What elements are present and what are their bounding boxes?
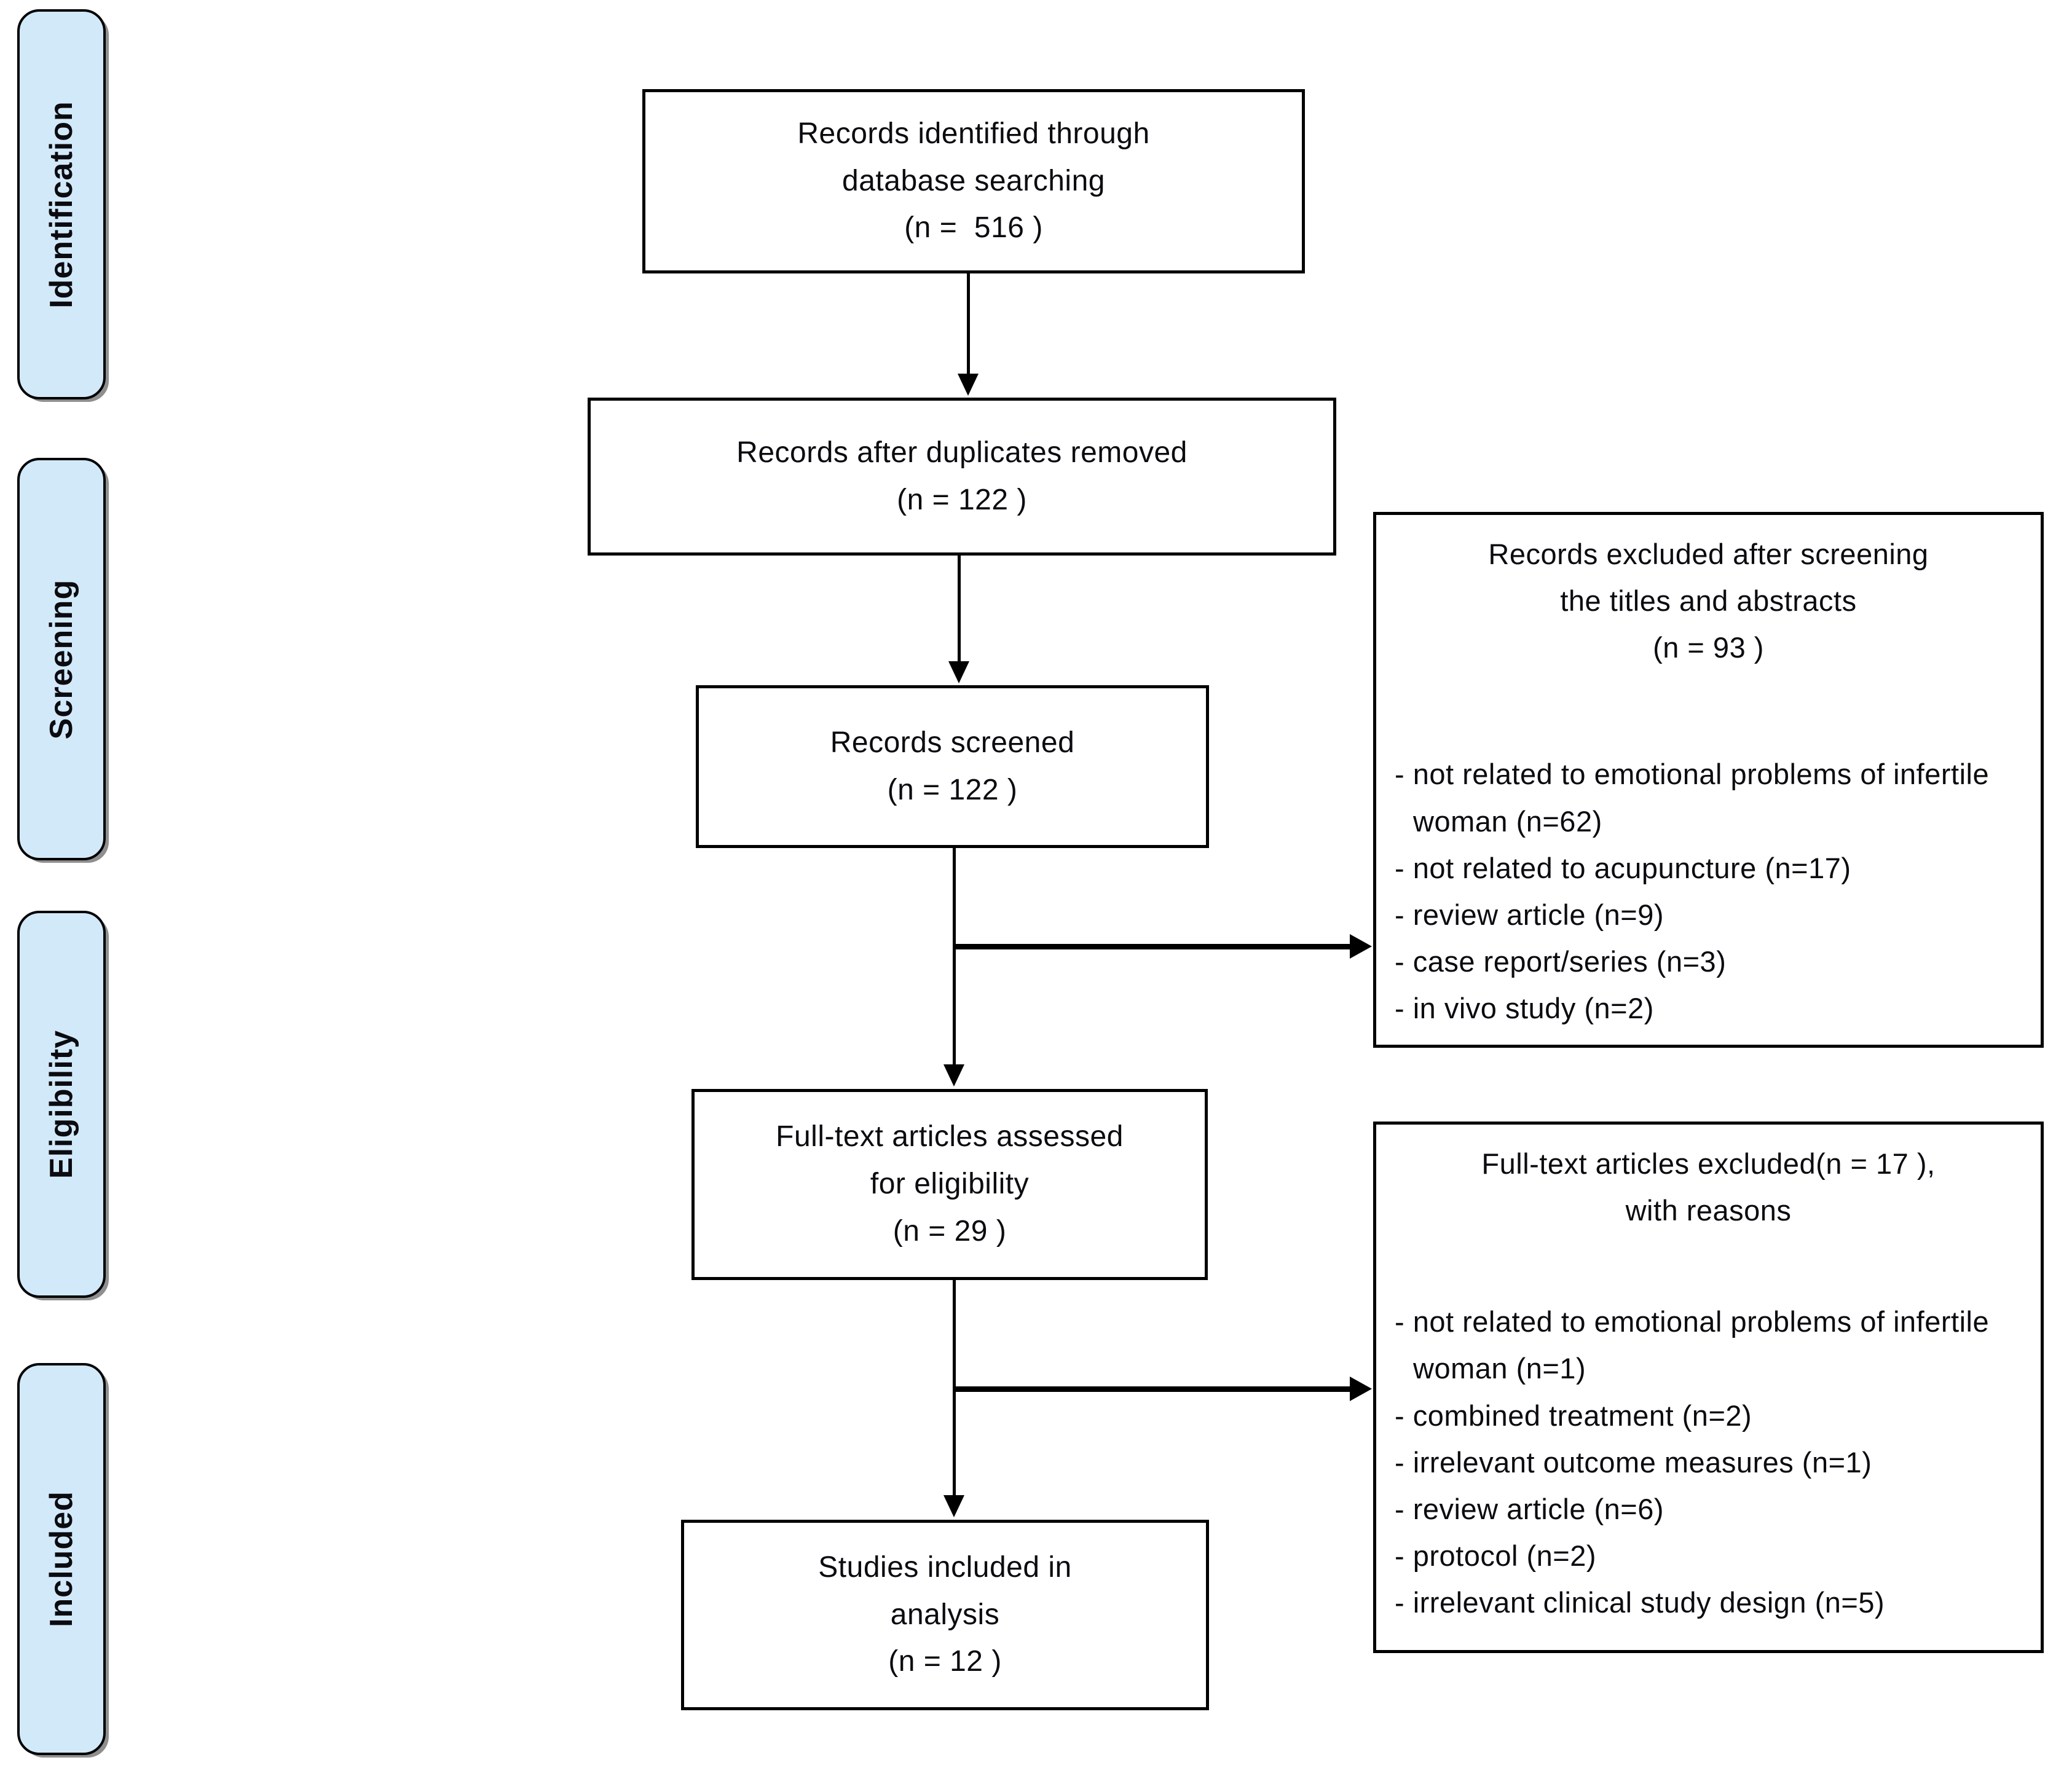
stage-label-eligibility: Eligibility: [17, 911, 106, 1298]
flow-box-records-screened-count: (n = 122 ): [887, 773, 1018, 806]
stage-label-identification: Identification: [17, 9, 106, 399]
stage-label-screening-text: Screening: [44, 579, 80, 739]
flow-box-records-identified: Records identified through database sear…: [642, 89, 1305, 273]
exclusion-box-2-spacer: [1395, 1234, 2022, 1298]
arrowhead-right-into-fulltext-exclusions: [1350, 1377, 1372, 1401]
arrow-line-duplicates-to-screened: [958, 556, 961, 661]
exclusion-reason: - protocol (n=2): [1395, 1539, 1597, 1572]
exclusion-box-records-excluded-after-screening: Records excluded after screening the tit…: [1373, 512, 2044, 1048]
arrow-line-identified-to-duplicates: [967, 273, 970, 375]
flow-box-fulltext-assessed-line1: Full-text articles assessed: [776, 1120, 1124, 1153]
exclusion-box-fulltext-articles-excluded: Full-text articles excluded(n = 17 ), wi…: [1373, 1122, 2044, 1653]
flow-box-fulltext-assessed: Full-text articles assessed for eligibil…: [691, 1089, 1208, 1280]
stage-label-included: Included: [17, 1363, 106, 1755]
arrowhead-down-into-included: [943, 1495, 964, 1517]
arrow-line-fulltext-to-excluded: [954, 1386, 1351, 1392]
exclusion-box-2-title-line1: Full-text articles excluded(n = 17 ),: [1481, 1147, 1936, 1180]
exclusion-reason: - irrelevant outcome measures (n=1): [1395, 1445, 1872, 1479]
exclusion-reason: - in vivo study (n=2): [1395, 992, 1654, 1024]
stage-label-screening: Screening: [17, 458, 106, 860]
flow-box-records-screened-line1: Records screened: [830, 726, 1075, 759]
flow-box-studies-included-count: (n = 12 ): [888, 1645, 1002, 1678]
exclusion-reason: - case report/series (n=3): [1395, 945, 1727, 978]
flow-box-records-identified-line1: Records identified through: [797, 117, 1150, 150]
exclusion-reason: - not related to emotional problems of i…: [1395, 1305, 1998, 1385]
flow-box-records-after-duplicates-line1: Records after duplicates removed: [736, 436, 1188, 469]
exclusion-reason: - review article (n=9): [1395, 898, 1664, 931]
exclusion-reason: - irrelevant clinical study design (n=5): [1395, 1586, 1885, 1619]
arrowhead-right-into-screening-exclusions: [1350, 934, 1372, 959]
flow-box-studies-included-line2: analysis: [890, 1598, 1000, 1631]
exclusion-box-1-title-line2: the titles and abstracts: [1560, 584, 1857, 618]
arrowhead-down-into-fulltext: [943, 1064, 964, 1086]
flow-box-records-after-duplicates: Records after duplicates removed (n = 12…: [588, 398, 1336, 556]
arrowhead-down-into-screened: [948, 661, 969, 683]
stage-label-eligibility-text: Eligibility: [44, 1029, 80, 1179]
arrowhead-down-into-duplicates: [958, 374, 979, 396]
exclusion-reason: - combined treatment (n=2): [1395, 1399, 1752, 1432]
arrow-line-screened-to-excluded: [954, 944, 1351, 949]
stage-label-identification-text: Identification: [44, 100, 79, 308]
exclusion-box-1-spacer: [1395, 671, 2022, 751]
exclusion-box-1-title-line1: Records excluded after screening: [1488, 538, 1929, 570]
flow-box-records-identified-line2: database searching: [842, 164, 1105, 197]
exclusion-reason: - review article (n=6): [1395, 1492, 1664, 1525]
flow-box-studies-included: Studies included in analysis (n = 12 ): [681, 1520, 1209, 1710]
flow-box-fulltext-assessed-count: (n = 29 ): [892, 1214, 1007, 1247]
flow-box-fulltext-assessed-line2: for eligibility: [870, 1168, 1030, 1201]
exclusion-box-1-count: (n = 93 ): [1653, 631, 1764, 664]
flow-box-records-identified-count: (n = 516 ): [904, 211, 1043, 245]
flow-box-records-screened: Records screened (n = 122 ): [696, 685, 1209, 848]
flow-box-records-after-duplicates-count: (n = 122 ): [897, 483, 1027, 516]
arrow-line-screened-to-fulltext: [953, 848, 956, 1064]
flow-box-studies-included-line1: Studies included in: [818, 1550, 1072, 1584]
stage-label-included-text: Included: [44, 1491, 80, 1627]
exclusion-reason: - not related to acupuncture (n=17): [1395, 851, 1851, 884]
exclusion-box-2-title-line2: with reasons: [1625, 1194, 1792, 1227]
exclusion-reason: - not related to emotional problems of i…: [1395, 758, 1998, 838]
